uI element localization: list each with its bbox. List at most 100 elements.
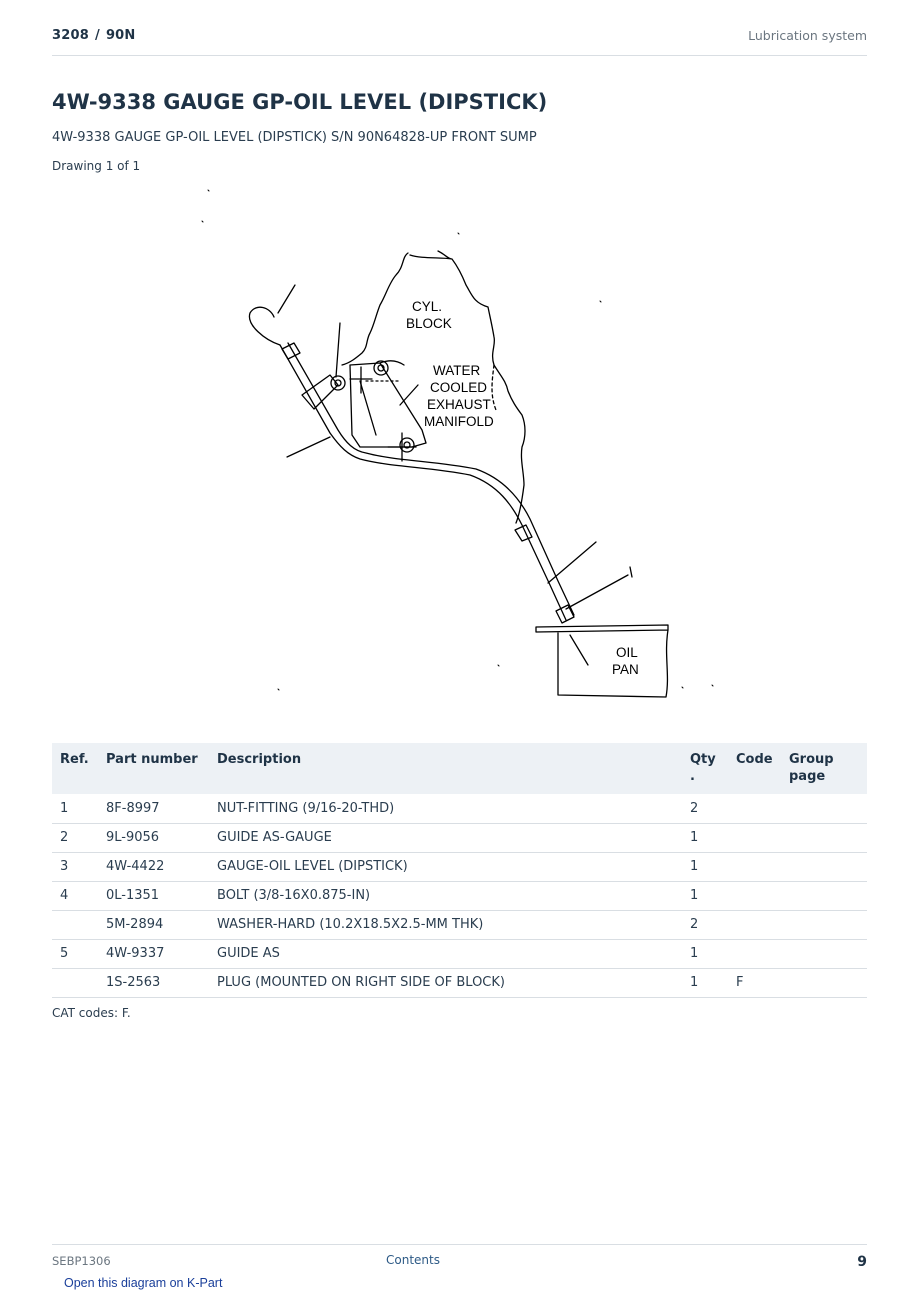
- parts-table-header: Ref. Part number Description Qty. Code G…: [52, 743, 867, 794]
- cell-description: PLUG (MOUNTED ON RIGHT SIDE OF BLOCK): [209, 968, 682, 998]
- header-qty-line2: .: [690, 769, 695, 784]
- cell-ref: 4: [52, 881, 98, 911]
- table-row: 5M-2894 WASHER-HARD (10.2X18.5X2.5-MM TH…: [52, 910, 867, 940]
- header-part-number: Part number: [98, 743, 209, 794]
- page-title: 4W-9338 GAUGE GP-OIL LEVEL (DIPSTICK): [52, 90, 548, 114]
- model-separator: /: [94, 28, 100, 43]
- cell-qty: 1: [682, 881, 728, 911]
- cell-ref: 5: [52, 939, 98, 969]
- parts-table: Ref. Part number Description Qty. Code G…: [52, 743, 867, 998]
- header-qty: Qty.: [682, 743, 728, 794]
- leader-line-6: [399, 384, 419, 406]
- cell-description: GUIDE AS-GAUGE: [209, 823, 682, 853]
- table-row: 2 9L-9056 GUIDE AS-GAUGE 1: [52, 823, 867, 853]
- header-description: Description: [209, 743, 682, 794]
- cell-part-number: 4W-9337: [98, 939, 209, 969]
- model-serial: 3208 / 90N: [52, 28, 136, 43]
- page-footer: SEBP1306 Contents 9: [52, 1244, 867, 1274]
- page-subtitle: 4W-9338 GAUGE GP-OIL LEVEL (DIPSTICK) S/…: [52, 130, 537, 145]
- cell-description: GUIDE AS: [209, 939, 682, 969]
- header-group-page-line1: Group: [789, 752, 834, 767]
- cell-group-page: [781, 910, 867, 940]
- cell-part-number: 1S-2563: [98, 968, 209, 998]
- cell-ref: [52, 968, 98, 998]
- contents-link[interactable]: Contents: [386, 1253, 440, 1267]
- cell-code: [728, 852, 781, 882]
- kpart-diagram-link[interactable]: Open this diagram on K-Part: [64, 1276, 223, 1290]
- cell-part-number: 8F-8997: [98, 794, 209, 824]
- cell-description: WASHER-HARD (10.2X18.5X2.5-MM THK): [209, 910, 682, 940]
- cell-code: [728, 794, 781, 824]
- cell-group-page: [781, 794, 867, 824]
- cell-part-number: 4W-4422: [98, 852, 209, 882]
- cell-group-page: [781, 968, 867, 998]
- cell-code: [728, 939, 781, 969]
- cell-group-page: [781, 939, 867, 969]
- section-name: Lubrication system: [748, 28, 867, 43]
- cell-qty: 2: [682, 910, 728, 940]
- table-row: 5 4W-9337 GUIDE AS 1: [52, 939, 867, 969]
- nut-fitting: [555, 604, 575, 624]
- leader-line-2: [335, 322, 341, 378]
- cell-group-page: [781, 823, 867, 853]
- table-row: 1 8F-8997 NUT-FITTING (9/16-20-THD) 2: [52, 794, 867, 824]
- cell-description: BOLT (3/8-16X0.875-IN): [209, 881, 682, 911]
- cell-ref: 2: [52, 823, 98, 853]
- document-id: SEBP1306: [52, 1254, 111, 1268]
- label-manifold: MANIFOLD: [424, 414, 494, 429]
- cell-qty: 1: [682, 852, 728, 882]
- lower-fitting: [514, 524, 533, 542]
- cell-qty: 2: [682, 794, 728, 824]
- header-code: Code: [728, 743, 781, 794]
- bolt-upper-right: [373, 360, 389, 376]
- label-exhaust: EXHAUST: [427, 397, 491, 412]
- cat-codes: CAT codes: F.: [52, 1006, 131, 1020]
- bolt-lower: [399, 437, 415, 453]
- cell-code: [728, 910, 781, 940]
- cell-ref: [52, 910, 98, 940]
- manifold-outline: [349, 362, 427, 448]
- table-row: 4 0L-1351 BOLT (3/8-16X0.875-IN) 1: [52, 881, 867, 911]
- dipstick-tube: [279, 344, 567, 621]
- cell-part-number: 0L-1351: [98, 881, 209, 911]
- leader-line-1: [277, 284, 296, 314]
- header-ref: Ref.: [52, 743, 98, 794]
- label-oil: OIL: [616, 645, 638, 660]
- upper-fitting: [281, 342, 301, 360]
- cell-group-page: [781, 852, 867, 882]
- leader-line-5: [565, 574, 629, 610]
- table-row: 3 4W-4422 GAUGE-OIL LEVEL (DIPSTICK) 1: [52, 852, 867, 882]
- cell-part-number: 9L-9056: [98, 823, 209, 853]
- bolt-upper-left: [330, 375, 346, 391]
- dipstick-handle: [248, 306, 281, 346]
- cell-ref: 1: [52, 794, 98, 824]
- cell-description: GAUGE-OIL LEVEL (DIPSTICK): [209, 852, 682, 882]
- label-water: WATER: [433, 363, 480, 378]
- cell-part-number: 5M-2894: [98, 910, 209, 940]
- cell-qty: 1: [682, 939, 728, 969]
- cell-group-page: [781, 881, 867, 911]
- guide-bracket: [301, 374, 339, 410]
- leader-line-3: [286, 436, 331, 458]
- label-cooled: COOLED: [430, 380, 487, 395]
- header-qty-line1: Qty: [690, 752, 716, 767]
- leader-line-4: [547, 541, 597, 584]
- page-number: 9: [857, 1254, 867, 1270]
- oil-pan-outline: [535, 624, 669, 698]
- label-pan: PAN: [612, 662, 639, 677]
- page-header: 3208 / 90N Lubrication system: [52, 28, 867, 56]
- cell-description: NUT-FITTING (9/16-20-THD): [209, 794, 682, 824]
- label-cyl: CYL.: [412, 299, 442, 314]
- drawing-count: Drawing 1 of 1: [52, 159, 141, 173]
- cell-qty: 1: [682, 823, 728, 853]
- header-group-page: Group page: [781, 743, 867, 794]
- cell-ref: 3: [52, 852, 98, 882]
- cell-code: F: [728, 968, 781, 998]
- dipstick-diagram: CYL. BLOCK WATER COOLED EXHAUST MANIFOLD…: [201, 189, 714, 698]
- cell-code: [728, 823, 781, 853]
- cell-code: [728, 881, 781, 911]
- header-group-page-line2: page: [789, 769, 826, 784]
- label-block: BLOCK: [406, 316, 452, 331]
- serial-prefix: 90N: [105, 28, 136, 43]
- model-number: 3208: [52, 28, 89, 43]
